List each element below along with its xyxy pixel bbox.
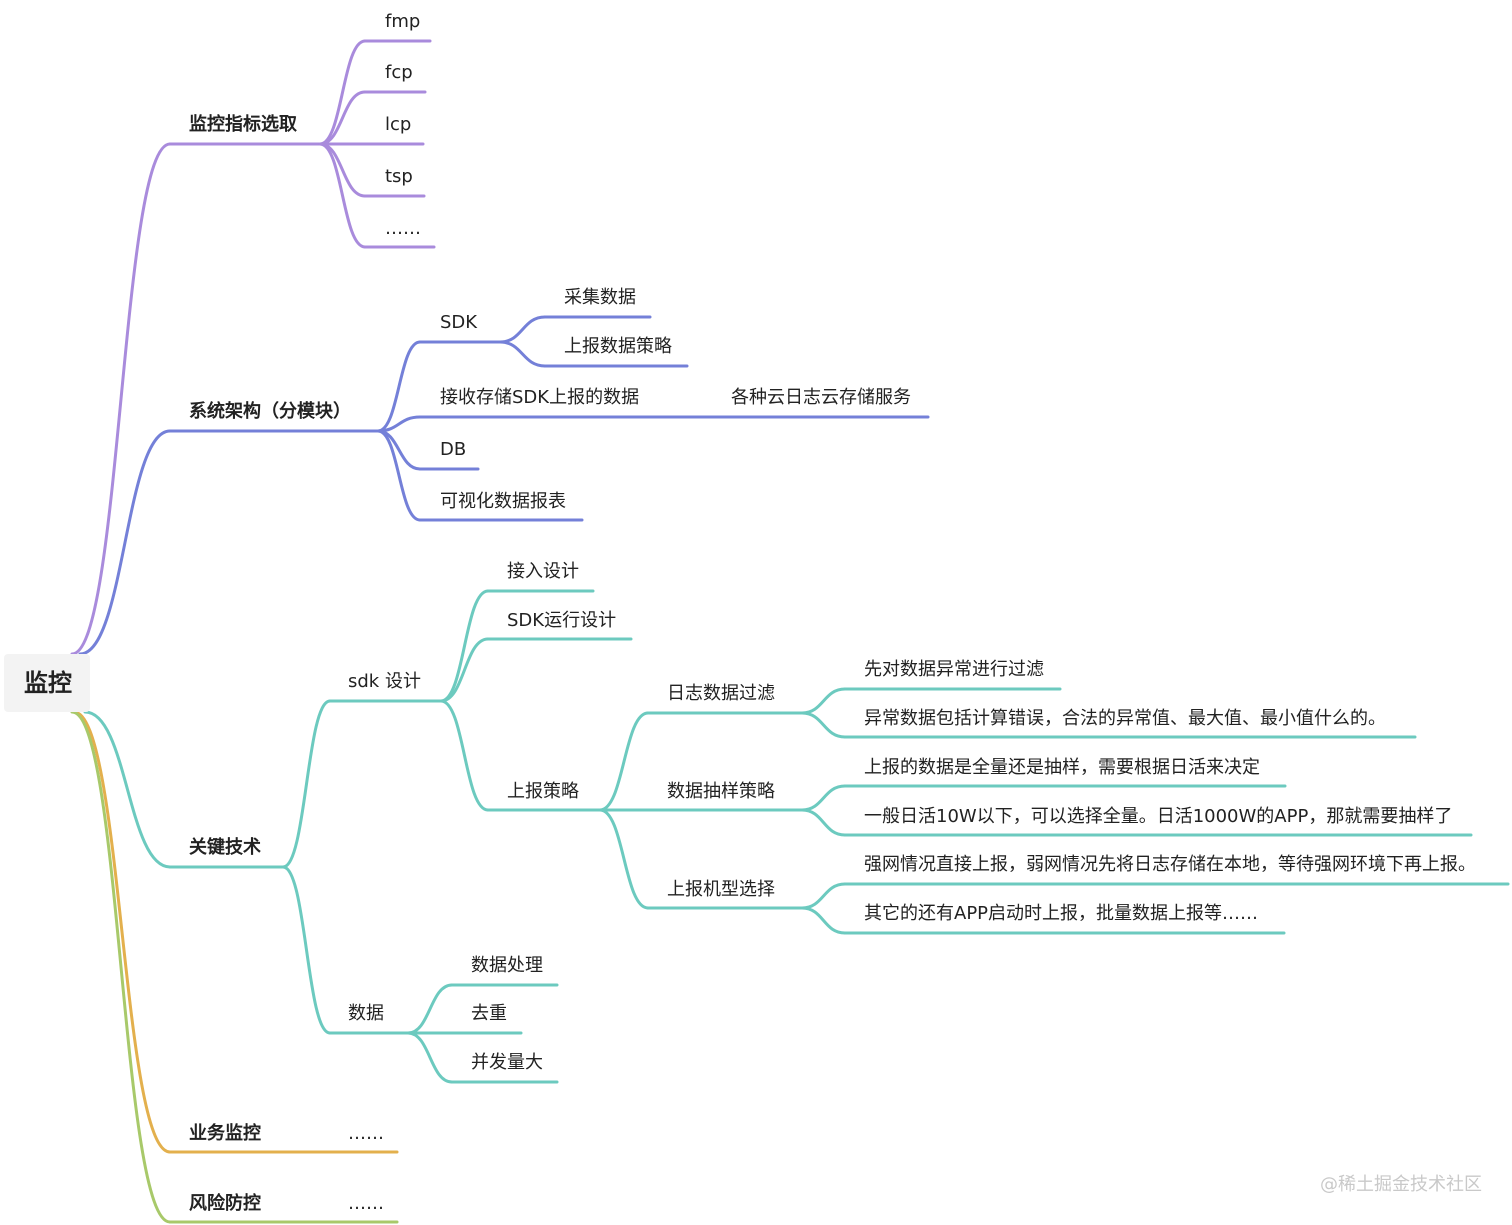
edge-data-processing xyxy=(406,983,454,1035)
tech-sdk-design[interactable]: sdk 设计 xyxy=(348,671,421,692)
edge-device-2 xyxy=(800,906,847,935)
arch-cloud-storage[interactable]: 各种云日志云存储服务 xyxy=(731,387,911,408)
edge-arch-0 xyxy=(376,340,422,433)
strategy-sampling[interactable]: 数据抽样策略 xyxy=(667,781,775,802)
edge-root-keytech xyxy=(83,710,172,869)
log-filter-1[interactable]: 先对数据异常进行过滤 xyxy=(864,659,1044,680)
log-filter-2[interactable]: 异常数据包括计算错误，合法的异常值、最大值、最小值什么的。 xyxy=(864,708,1386,729)
edge-root-business xyxy=(72,710,172,1154)
arch-receive[interactable]: 接收存储SDK上报的数据 xyxy=(440,387,639,408)
metric-more[interactable]: …… xyxy=(385,218,421,239)
edge-keytech-data xyxy=(281,865,332,1035)
edge-sdk-strategy xyxy=(498,340,547,368)
sampling-2[interactable]: 一般日活10W以下，可以选择全量。日活1000W的APP，那就需要抽样了 xyxy=(864,806,1452,827)
tech-access-design[interactable]: 接入设计 xyxy=(507,561,579,582)
tech-sdk-runtime-design[interactable]: SDK运行设计 xyxy=(507,610,616,631)
edge-device-1 xyxy=(800,882,847,910)
edge-sdk-strategy xyxy=(439,699,490,812)
branch-key-tech[interactable]: 关键技术 xyxy=(189,836,261,858)
device-1[interactable]: 强网情况直接上报，弱网情况先将日志存储在本地，等待强网环境下再上报。 xyxy=(864,854,1476,875)
metric-tsp[interactable]: tsp xyxy=(385,166,413,187)
branch-architecture[interactable]: 系统架构（分模块） xyxy=(189,400,351,422)
strategy-log-filter[interactable]: 日志数据过滤 xyxy=(667,683,775,704)
device-2[interactable]: 其它的还有APP启动时上报，批量数据上报等…… xyxy=(864,903,1258,924)
metric-lcp[interactable]: lcp xyxy=(385,114,411,135)
edge-metric-4 xyxy=(318,142,367,249)
edge-strategy-filter xyxy=(598,711,650,812)
edge-arch-3 xyxy=(376,429,422,522)
data-concurrency[interactable]: 并发量大 xyxy=(471,1052,543,1073)
edge-filter-1 xyxy=(800,687,847,715)
edge-root-architecture xyxy=(78,429,172,656)
branch-business[interactable]: 业务监控 xyxy=(189,1122,261,1144)
edge-sdk-runtime xyxy=(439,637,490,703)
tech-data[interactable]: 数据 xyxy=(348,1003,384,1024)
root-node[interactable]: 监控 xyxy=(24,669,72,697)
arch-sdk[interactable]: SDK xyxy=(440,312,478,333)
mindmap-edges xyxy=(70,39,1510,1224)
edge-sampling-1 xyxy=(800,784,847,812)
branch-risk[interactable]: 风险防控 xyxy=(189,1192,261,1214)
arch-sdk-collect[interactable]: 采集数据 xyxy=(564,287,636,308)
business-more[interactable]: …… xyxy=(348,1123,384,1144)
branch-metrics[interactable]: 监控指标选取 xyxy=(189,113,298,135)
edge-metric-1 xyxy=(318,90,367,146)
edge-metric-0 xyxy=(318,39,367,146)
edge-data-concurrency xyxy=(406,1031,454,1084)
edge-metric-3 xyxy=(318,142,367,198)
arch-db[interactable]: DB xyxy=(440,439,466,460)
edge-sampling-2 xyxy=(800,808,847,837)
watermark: @稀土掘金技术社区 xyxy=(1320,1174,1482,1195)
risk-more[interactable]: …… xyxy=(348,1193,384,1214)
edge-root-metrics xyxy=(70,142,172,656)
arch-sdk-report-strategy[interactable]: 上报数据策略 xyxy=(564,336,672,357)
tech-report-strategy[interactable]: 上报策略 xyxy=(507,781,579,802)
data-processing[interactable]: 数据处理 xyxy=(471,955,543,976)
edge-keytech-sdk xyxy=(281,699,332,869)
metric-fcp[interactable]: fcp xyxy=(385,62,413,83)
sampling-1[interactable]: 上报的数据是全量还是抽样，需要根据日活来决定 xyxy=(864,757,1260,778)
edge-strategy-device xyxy=(598,808,650,910)
edge-sdk-collect xyxy=(498,315,547,344)
edge-filter-2 xyxy=(800,711,847,739)
edge-arch-2 xyxy=(376,429,422,471)
root-node-box xyxy=(4,654,90,712)
metric-fmp[interactable]: fmp xyxy=(385,11,420,32)
strategy-device[interactable]: 上报机型选择 xyxy=(667,879,775,900)
arch-visual-report[interactable]: 可视化数据报表 xyxy=(440,491,566,512)
data-dedupe[interactable]: 去重 xyxy=(471,1003,507,1024)
edge-root-risk xyxy=(70,710,172,1224)
edge-sdk-access xyxy=(439,589,490,703)
